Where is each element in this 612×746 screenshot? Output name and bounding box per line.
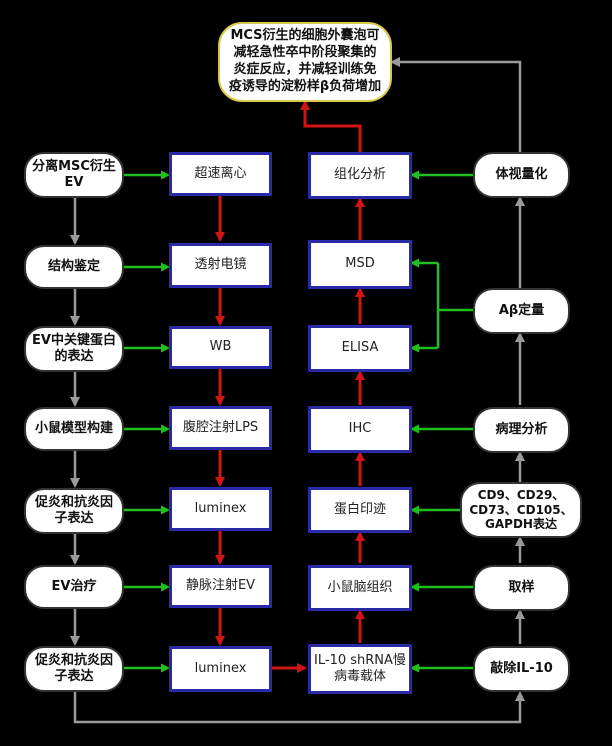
col2-node-1: 超速离心 — [169, 152, 272, 196]
left-node-1: 分离MSC衍生EV — [24, 152, 124, 198]
left-node-2: 结构鉴定 — [24, 245, 124, 289]
col2-node-2: 透射电镜 — [169, 243, 272, 288]
col3-node-6: 小鼠脑组织 — [308, 565, 412, 611]
col3-node-7: IL-10 shRNA慢病毒载体 — [308, 644, 412, 694]
col2-node-7: luminex — [169, 646, 272, 692]
col2-node-3: WB — [169, 326, 272, 369]
right-node-6: 敲除IL-10 — [473, 646, 570, 692]
col2-node-6: 静脉注射EV — [169, 565, 272, 608]
result-node: MCS衍生的细胞外囊泡可减轻急性卒中阶段聚集的炎症反应，并减轻训练免疫诱导的淀粉… — [218, 22, 392, 102]
arrow-col3-1-to-result — [300, 100, 362, 152]
right-node-1: 体视量化 — [473, 152, 570, 198]
right-node-4: CD9、CD29、CD73、CD105、GAPDH表达 — [460, 482, 582, 538]
col3-node-5: 蛋白印迹 — [308, 487, 412, 533]
left-node-7: 促炎和抗炎因子表达 — [24, 646, 124, 692]
arrow-bottom-loop-to-knockout — [73, 691, 525, 724]
arrow-right-1-to-result — [390, 57, 522, 152]
right-node-2: Aβ定量 — [473, 288, 570, 334]
col3-node-4: IHC — [308, 406, 412, 453]
left-node-5: 促炎和抗炎因子表达 — [24, 488, 124, 534]
left-node-4: 小鼠模型构建 — [24, 407, 124, 451]
right-node-5: 取样 — [473, 565, 570, 611]
col3-node-3: ELISA — [308, 325, 412, 372]
col3-node-2: MSD — [308, 240, 412, 289]
left-node-3: EV中关键蛋白的表达 — [24, 326, 124, 372]
left-node-6: EV治疗 — [24, 565, 124, 609]
col2-node-4: 腹腔注射LPS — [169, 406, 272, 450]
col2-node-5: luminex — [169, 487, 272, 531]
col3-node-1: 组化分析 — [308, 152, 412, 199]
right-node-3: 病理分析 — [473, 407, 570, 453]
